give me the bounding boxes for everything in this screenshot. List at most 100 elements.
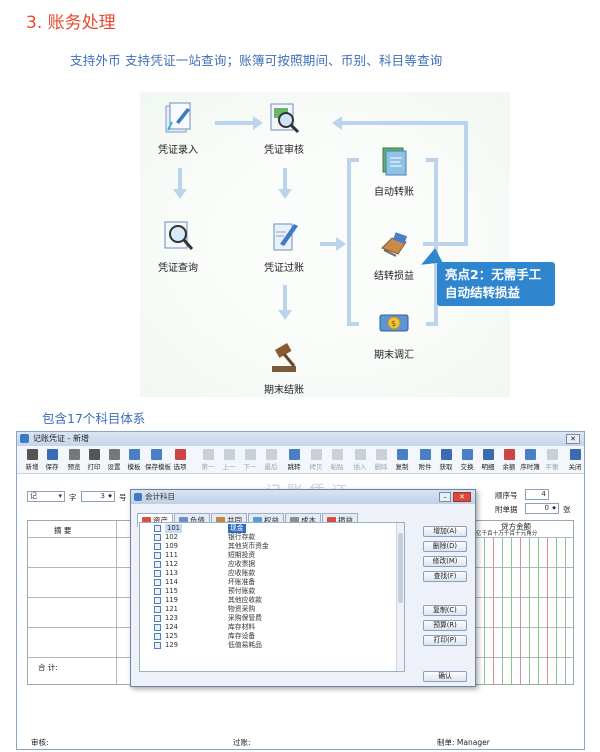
arrow-post-close — [283, 285, 287, 311]
ok-button[interactable]: 确认 — [423, 671, 467, 682]
arrow-review-post — [283, 168, 287, 190]
add-button[interactable]: 增加(A) — [423, 526, 467, 537]
delete-button[interactable]: 删除(D) — [423, 541, 467, 552]
print-button[interactable]: 打印(P) — [423, 635, 467, 646]
node-label: 期末调汇 — [374, 350, 414, 361]
toolbar-preview-button[interactable]: 预览 — [63, 447, 85, 471]
next-icon — [244, 449, 256, 460]
toolbar: 新增保存预览打印设置模板保存模板选项第一上一下一最后跳转拷贝粘贴插入删除复制附件… — [17, 446, 584, 474]
amount-rule-line — [547, 537, 548, 685]
close-icon — [569, 449, 581, 460]
total-label: 合 计: — [38, 663, 58, 672]
arrow-return-vertical — [464, 121, 468, 246]
toolbar-print-button[interactable]: 打印 — [83, 447, 105, 471]
last-icon — [265, 449, 277, 460]
attach-unit: 张 — [563, 505, 571, 514]
voucher-type-select[interactable]: 记 ▾ — [27, 491, 65, 502]
footer-post: 过账: — [233, 738, 251, 747]
toolbar-save-button[interactable]: 保存 — [41, 447, 63, 471]
toolbar-swap-button[interactable]: 交换 — [456, 447, 478, 471]
tab-icon — [327, 517, 336, 524]
toolbar-paste-button[interactable]: 粘贴 — [326, 447, 348, 471]
toolbar-label: 平衡 — [545, 463, 559, 471]
tab-label: 成本 — [301, 516, 316, 525]
insert-icon — [354, 449, 366, 460]
find-button[interactable]: 查找(F) — [423, 571, 467, 582]
account-icon — [154, 561, 161, 568]
voucher-post-icon — [266, 218, 302, 254]
modify-button[interactable]: 修改(M) — [423, 556, 467, 567]
seq-input[interactable]: 4 — [525, 489, 549, 500]
amount-rule-line — [538, 537, 539, 685]
toolbar-detail-button[interactable]: 明细 — [477, 447, 499, 471]
dialog-close-button[interactable]: ✕ — [453, 492, 471, 502]
toolbar-duplicate-button[interactable]: 复制 — [391, 447, 413, 471]
toolbar-fetch-button[interactable]: 获取 — [435, 447, 457, 471]
copy-button[interactable]: 复制(C) — [423, 605, 467, 616]
tree-scrollbar[interactable] — [396, 523, 404, 671]
toolbar-balance-check-button[interactable]: 平衡 — [541, 447, 563, 471]
toolbar-next-button[interactable]: 下一 — [239, 447, 261, 471]
voucher-number-input[interactable]: 3 ◆ — [81, 491, 115, 502]
dialog-minimize-button[interactable]: – — [439, 492, 451, 502]
toolbar-template-button[interactable]: 模板 — [123, 447, 145, 471]
scroll-thumb[interactable] — [398, 533, 403, 603]
toolbar-prev-button[interactable]: 上一 — [218, 447, 240, 471]
section-subtitle: 支持外币 支持凭证一站查询；账簿可按照期间、币别、科目等查询 — [70, 53, 443, 68]
toolbar-last-button[interactable]: 最后 — [260, 447, 282, 471]
toolbar-copy-button[interactable]: 拷贝 — [305, 447, 327, 471]
toolbar-new-button[interactable]: 新增 — [21, 447, 43, 471]
toolbar-journal-button[interactable]: 序时簿 — [519, 447, 541, 471]
balance-icon — [503, 449, 515, 460]
period-fx-icon: $ — [376, 305, 412, 341]
footer-audit: 审核: — [31, 738, 49, 747]
account-code: 125 — [165, 632, 178, 640]
toolbar-close-button[interactable]: 关闭 — [564, 447, 584, 471]
settings-icon — [108, 449, 120, 460]
toolbar-attachment-button[interactable]: 附件 — [414, 447, 436, 471]
attach-input[interactable]: 0 ◆ — [525, 503, 559, 514]
toolbar-first-button[interactable]: 第一 — [197, 447, 219, 471]
toolbar-balance-button[interactable]: 余额 — [498, 447, 520, 471]
toolbar-insert-button[interactable]: 插入 — [349, 447, 371, 471]
spinner-icon: ◆ — [108, 493, 112, 499]
toolbar-label: 明细 — [481, 463, 495, 471]
amount-rule-line — [556, 537, 557, 685]
preview-icon — [68, 449, 80, 460]
prev-icon — [223, 449, 235, 460]
arrow-post-bracket — [320, 242, 338, 246]
account-name: 预付账款 — [228, 587, 256, 595]
toolbar-label: 复制 — [395, 463, 409, 471]
toolbar-options-button[interactable]: 选项 — [169, 447, 191, 471]
bracket-right — [426, 158, 438, 326]
swap-icon — [461, 449, 473, 460]
toolbar-settings-button[interactable]: 设置 — [103, 447, 125, 471]
toolbar-save-template-button[interactable]: 保存模板 — [145, 447, 171, 471]
digit-header: 亿千百十万千百十元角分 — [476, 531, 538, 537]
toolbar-jump-button[interactable]: 跳转 — [283, 447, 305, 471]
window-titlebar: 记账凭证 - 新增 ✕ — [17, 432, 584, 446]
delete-icon — [375, 449, 387, 460]
account-name: 采购保管费 — [228, 614, 262, 622]
window-close-button[interactable]: ✕ — [566, 434, 580, 444]
word-label: 字 — [69, 493, 77, 502]
account-icon — [154, 633, 161, 640]
toolbar-delete-button[interactable]: 删除 — [370, 447, 392, 471]
preview-button[interactable]: 预算(R) — [423, 620, 467, 631]
toolbar-label: 拷贝 — [309, 463, 323, 471]
